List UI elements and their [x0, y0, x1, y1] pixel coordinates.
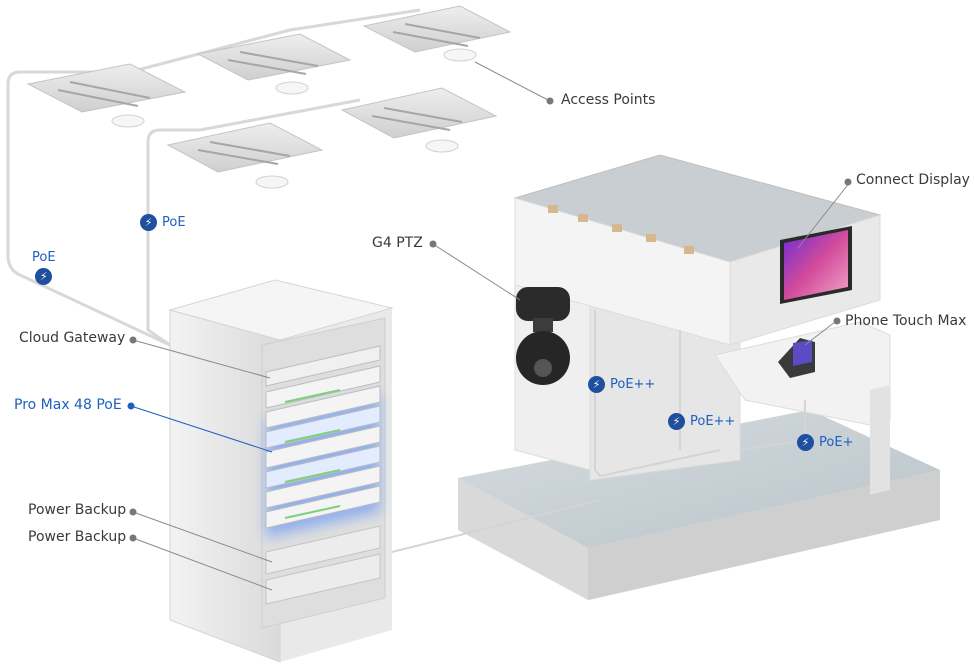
lightning-bolt-icon: ⚡ — [588, 376, 605, 393]
server-rack — [168, 279, 394, 663]
label-g4-ptz: G4 PTZ — [372, 235, 423, 251]
label-cloud-gateway: Cloud Gateway — [19, 330, 126, 346]
access-point-4 — [166, 122, 324, 189]
access-point-cables — [6, 8, 421, 347]
poe-badge-camera: ⚡ PoE++ — [588, 376, 655, 393]
poe-label: PoE+ — [819, 435, 854, 450]
connect-display — [780, 226, 852, 304]
label-connect-display: Connect Display — [856, 172, 970, 188]
poe-label: PoE — [32, 250, 56, 265]
g4-ptz-camera — [516, 287, 570, 385]
access-point-3 — [362, 5, 512, 62]
poe-label: PoE — [162, 215, 186, 230]
label-phone-touch-max: Phone Touch Max — [845, 313, 967, 329]
leader-dots — [127, 97, 852, 542]
label-power-backup-2: Power Backup — [28, 529, 127, 545]
label-access-points: Access Points — [561, 92, 656, 108]
lightning-bolt-icon: ⚡ — [35, 268, 53, 285]
poe-label: PoE++ — [610, 377, 656, 392]
label-power-backup-1: Power Backup — [28, 502, 127, 518]
lightning-bolt-icon: ⚡ — [797, 434, 814, 451]
poe-badge-mid: ⚡ PoE++ — [668, 413, 735, 430]
access-point-1 — [26, 63, 187, 128]
lightning-bolt-icon: ⚡ — [668, 413, 685, 430]
phone-touch-max — [778, 338, 815, 378]
access-point-5 — [340, 87, 498, 153]
poe-label: PoE++ — [690, 414, 736, 429]
lightning-bolt-icon: ⚡ — [140, 214, 157, 231]
access-point-2 — [196, 33, 352, 95]
leader-lines — [130, 61, 851, 591]
label-pro-max-48-poe: Pro Max 48 PoE — [14, 397, 122, 413]
poe-badge-left-mid: ⚡ PoE — [140, 214, 186, 231]
pro-max-switches — [265, 365, 381, 529]
poe-badge-phone: ⚡ PoE+ — [797, 434, 853, 451]
poe-badge-left-top: PoE ⚡ — [32, 250, 56, 285]
